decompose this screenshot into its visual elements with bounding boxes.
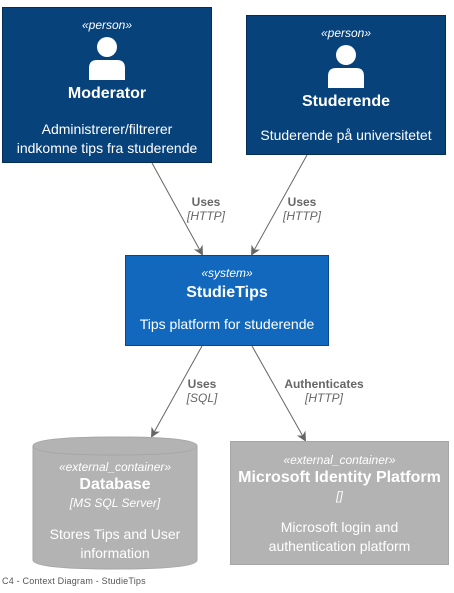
edge-system-to-database — [151, 345, 203, 438]
edge-studerende-to-system — [251, 154, 308, 256]
person-icon — [89, 37, 125, 80]
edge-label-technology: [SQL] — [186, 391, 218, 405]
studietips-system-box: «system» StudieTips Tips platform for st… — [125, 255, 329, 346]
identity-description-line1: Microsoft login and — [280, 519, 399, 535]
database-stereotype: «external_container» — [58, 460, 172, 474]
edge-label-authenticates: Authenticates [HTTP] — [278, 377, 370, 405]
edge-label-technology: [HTTP] — [305, 391, 343, 405]
studietips-stereotype: «system» — [201, 266, 253, 280]
studerende-title: Studerende — [301, 93, 390, 110]
edge-label-database-uses: Uses [SQL] — [172, 377, 232, 405]
database-description-line2: information — [80, 545, 150, 561]
identity-title: Microsoft Identity Platform — [238, 469, 441, 486]
edge-label-moderator-uses: Uses [HTTP] — [176, 195, 236, 223]
database-cylinder — [32, 436, 198, 570]
studietips-description: Tips platform for studerende — [139, 316, 315, 332]
identity-stereotype: «external_container» — [283, 453, 396, 467]
moderator-title: Moderator — [67, 85, 147, 102]
identity-description-line2: authentication platform — [268, 538, 411, 554]
edge-label-technology: [HTTP] — [187, 209, 225, 223]
studerende-person-box: «person» Studerende Studerende på univer… — [246, 15, 446, 155]
edge-label-technology: [HTTP] — [283, 209, 321, 223]
database-content: «external_container» Database [MS SQL Se… — [32, 460, 198, 563]
studietips-title: StudieTips — [186, 284, 268, 301]
edge-label-text: Authenticates — [284, 377, 364, 391]
edge-label-text: Uses — [191, 195, 221, 209]
studerende-description: Studerende på universitetet — [260, 127, 432, 143]
database-technology: [MS SQL Server] — [69, 496, 161, 510]
moderator-person-box: «person» Moderator Administrerer/filtrer… — [2, 7, 212, 163]
identity-platform-box: «external_container» Microsoft Identity … — [230, 441, 449, 565]
studerende-stereotype: «person» — [320, 26, 372, 40]
database-title: Database — [79, 476, 151, 493]
moderator-description-line1: Administrerer/filtrerer — [41, 121, 173, 137]
database-description-line1: Stores Tips and User — [49, 526, 181, 542]
edge-label-studerende-uses: Uses [HTTP] — [272, 195, 332, 223]
edge-system-to-identity — [251, 345, 306, 442]
edge-moderator-to-system — [151, 162, 203, 256]
moderator-description-line2: indkomne tips fra studerende — [16, 140, 198, 156]
edge-label-text: Uses — [287, 195, 317, 209]
identity-technology: [] — [336, 489, 343, 503]
moderator-stereotype: «person» — [81, 18, 133, 32]
diagram-caption: C4 - Context Diagram - StudieTips — [2, 576, 146, 586]
person-icon — [328, 45, 364, 88]
edge-label-text: Uses — [187, 377, 217, 391]
